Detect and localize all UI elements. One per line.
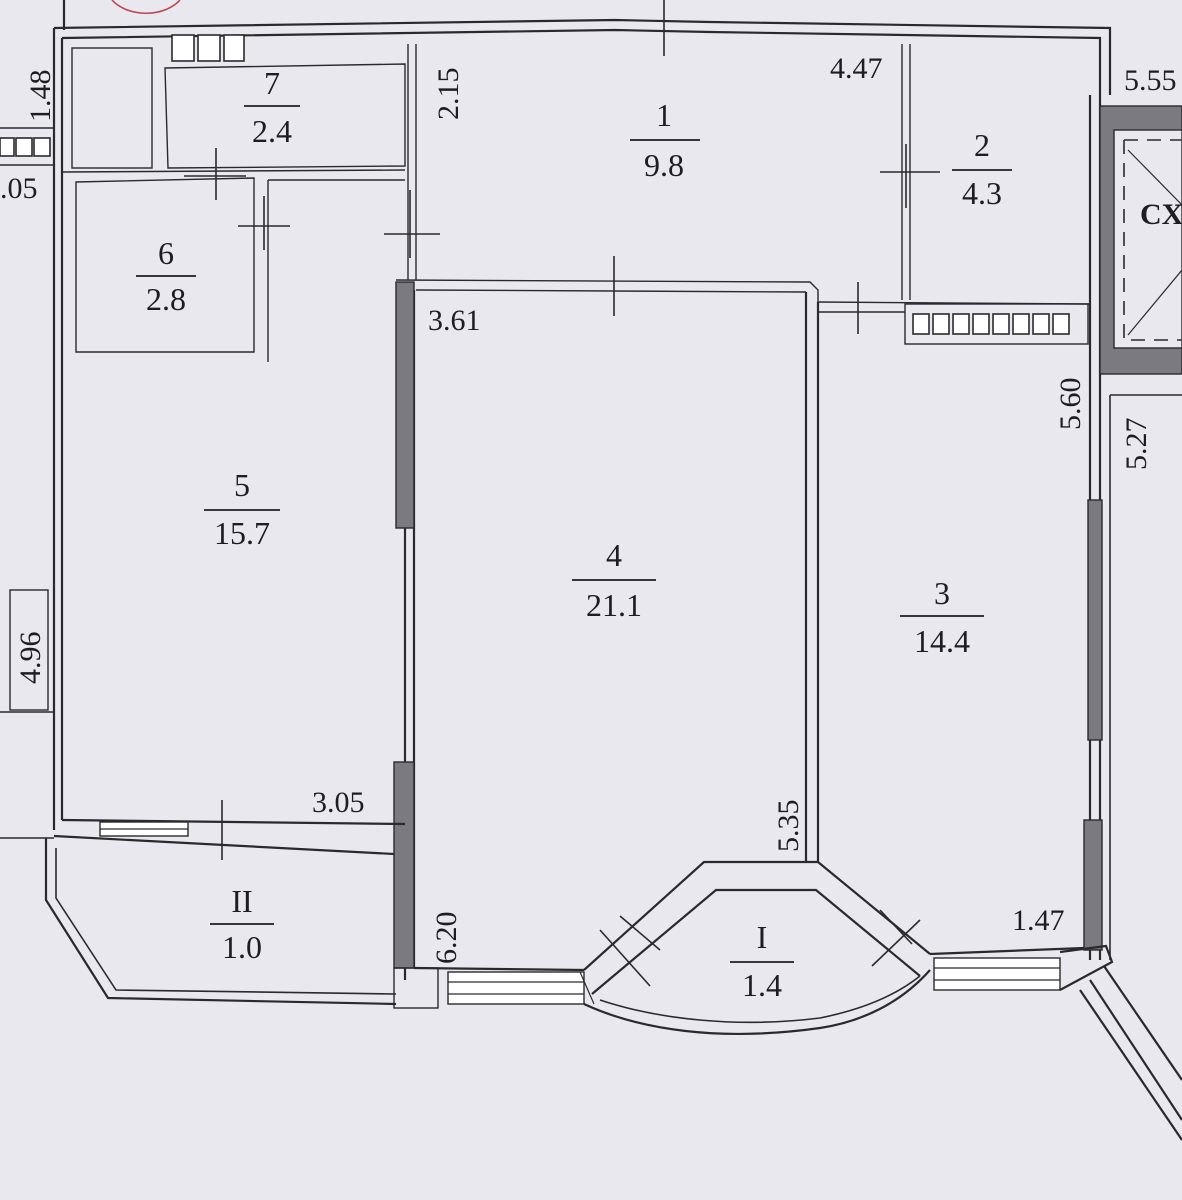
- window-4: [447, 971, 585, 1005]
- room-6-walls: [75, 177, 255, 353]
- pillar-top: [395, 281, 415, 529]
- vent-row: [904, 303, 1089, 345]
- room-label-3: 3 14.4: [900, 575, 984, 659]
- outer-walls: [52, 18, 1112, 960]
- room-area: 2.4: [252, 113, 292, 149]
- room-number: I: [757, 919, 768, 955]
- room-label-2: 2 4.3: [952, 127, 1012, 211]
- door-ticks: [184, 0, 940, 987]
- room-label-6: 6 2.8: [136, 235, 196, 317]
- room-number: II: [231, 883, 252, 919]
- window-5: [99, 821, 189, 837]
- shaft: [1099, 105, 1182, 375]
- window-3: [933, 957, 1061, 991]
- loggia-2: [44, 838, 397, 1006]
- pillar-bottom: [393, 761, 415, 969]
- pillar-right-2: [1083, 819, 1103, 951]
- diag-ext: [1079, 965, 1182, 1141]
- room-number: 7: [264, 65, 280, 101]
- room-number: 5: [234, 467, 250, 503]
- partition-top: [61, 169, 406, 173]
- room-label-1: 1 9.8: [630, 97, 700, 183]
- dim-147: 1.47: [1012, 904, 1065, 937]
- wall-5-bottom-b: [53, 834, 395, 856]
- room-number: 3: [934, 575, 950, 611]
- dim-215: 2.15: [432, 68, 465, 121]
- wall-3-bottom: [929, 946, 1085, 956]
- stamp-arc: [111, 0, 181, 15]
- room-area: 1.4: [742, 967, 782, 1003]
- room-area: 1.0: [222, 929, 262, 965]
- room-label-7: 7 2.4: [244, 65, 300, 149]
- room-label-4: 4 21.1: [572, 537, 656, 623]
- room-4-top: [395, 279, 819, 302]
- room-number: 2: [974, 127, 990, 163]
- dim-535: 5.35: [772, 800, 805, 853]
- right-ext: [1109, 394, 1182, 960]
- room-number: 6: [158, 235, 174, 271]
- room-area: 2.8: [146, 281, 186, 317]
- room-area: 21.1: [586, 587, 642, 623]
- dim-361: 3.61: [428, 304, 481, 337]
- room-label-5: 5 15.7: [204, 467, 280, 551]
- room-area: 15.7: [214, 515, 270, 551]
- dim-527: 5.27: [1120, 418, 1153, 471]
- room-label-I: I 1.4: [730, 919, 794, 1003]
- dim-05: .05: [0, 172, 38, 205]
- left-external: [0, 127, 54, 839]
- room-label-II: II 1.0: [210, 883, 274, 965]
- dim-148: 1.48: [24, 70, 57, 123]
- dim-555: 5.55: [1124, 64, 1177, 97]
- loggia-2-b: [55, 848, 397, 995]
- top-left-block: [71, 34, 245, 169]
- room-number: 4: [606, 537, 622, 573]
- corner-se: [1059, 944, 1114, 991]
- bay-balcony: [579, 860, 931, 1035]
- pillar-right: [1087, 499, 1103, 741]
- room-number: 1: [656, 97, 672, 133]
- room-area: 9.8: [644, 147, 684, 183]
- loggia-2-corner: [393, 967, 439, 1009]
- dim-447: 4.47: [830, 52, 883, 85]
- room-7-walls: [164, 63, 406, 169]
- wall-5-bottom: [61, 818, 406, 826]
- dim-620: 6.20: [430, 912, 463, 965]
- shaft-label: CX: [1140, 198, 1182, 231]
- room-area: 14.4: [914, 623, 970, 659]
- wall-4-bottom: [413, 966, 585, 972]
- dim-305: 3.05: [312, 786, 365, 819]
- dim-560: 5.60: [1054, 378, 1087, 431]
- dim-496: 4.96: [14, 632, 47, 685]
- room-4-top-inner: [415, 289, 807, 293]
- room-area: 4.3: [962, 175, 1002, 211]
